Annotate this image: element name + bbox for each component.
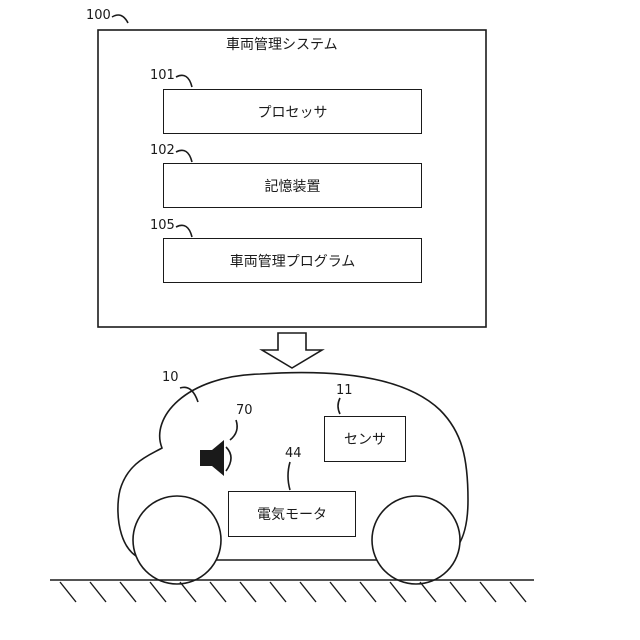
ref-storage: 102	[150, 144, 175, 157]
ref-processor: 101	[150, 69, 175, 82]
ref-speaker: 70	[236, 404, 253, 417]
ref-system: 100	[86, 9, 111, 22]
ref-program: 105	[150, 219, 175, 232]
program-label: 車両管理プログラム	[230, 251, 356, 271]
storage-box: 記憶装置	[163, 163, 422, 208]
program-box: 車両管理プログラム	[163, 238, 422, 283]
ref-motor: 44	[285, 447, 302, 460]
leader-105	[176, 225, 192, 237]
sensor-box: センサ	[324, 416, 406, 462]
sensor-label: センサ	[344, 429, 386, 449]
down-arrow-icon	[262, 333, 322, 368]
system-title: 車両管理システム	[226, 38, 338, 52]
front-wheel	[133, 496, 221, 584]
ref-vehicle: 10	[162, 371, 179, 384]
processor-label: プロセッサ	[258, 102, 328, 122]
leader-100	[112, 15, 128, 23]
leader-101	[176, 75, 192, 87]
ref-sensor: 11	[336, 384, 353, 397]
motor-label: 電気モータ	[257, 504, 327, 524]
processor-box: プロセッサ	[163, 89, 422, 134]
leader-102	[176, 150, 192, 162]
storage-label: 記憶装置	[265, 176, 321, 196]
rear-wheel	[372, 496, 460, 584]
ground-hatch	[60, 582, 526, 602]
motor-box: 電気モータ	[228, 491, 356, 537]
